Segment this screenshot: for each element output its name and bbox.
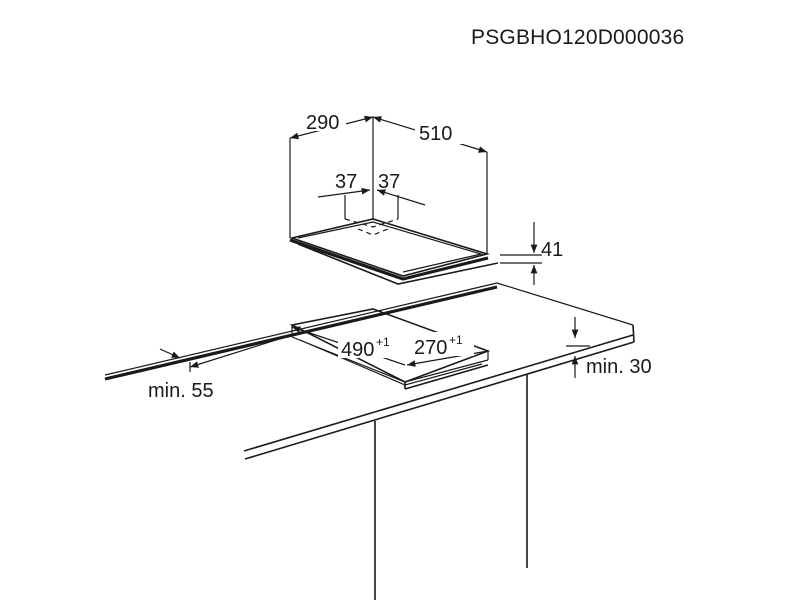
label-cutout-depth-tolerance: +1 <box>449 333 463 347</box>
dim-cutout-width: 490 +1 <box>291 326 406 366</box>
worktop-drawing <box>104 282 635 600</box>
label-offset-right: 37 <box>378 171 400 193</box>
hob-body <box>297 243 499 285</box>
dim-front-clearance: min. 55 <box>148 334 293 402</box>
hob-drawing <box>289 218 499 285</box>
label-cutout-width-tolerance: +1 <box>376 335 390 349</box>
dim-height-41: 41 <box>500 222 563 285</box>
label-height-41: 41 <box>541 239 563 261</box>
dim-width-510: 510 <box>372 116 488 254</box>
hob-plate-edge <box>289 238 489 281</box>
worktop-front-edge <box>104 285 498 381</box>
label-front-clearance: min. 55 <box>148 380 214 402</box>
label-below-clearance: min. 30 <box>586 356 652 378</box>
label-width-510: 510 <box>419 123 452 145</box>
dim-below-clearance: min. 30 <box>566 317 652 378</box>
label-depth-290: 290 <box>306 112 339 134</box>
reference-code: PSGBHO120D000036 <box>471 26 685 49</box>
label-cutout-width: 490 <box>341 339 374 361</box>
dim-offsets-37: 37 37 <box>317 171 426 219</box>
label-cutout-depth: 270 <box>414 337 447 359</box>
dim-depth-290: 290 <box>289 111 374 238</box>
label-offset-left: 37 <box>335 171 357 193</box>
dim-cutout-depth: 270 +1 <box>406 332 489 367</box>
